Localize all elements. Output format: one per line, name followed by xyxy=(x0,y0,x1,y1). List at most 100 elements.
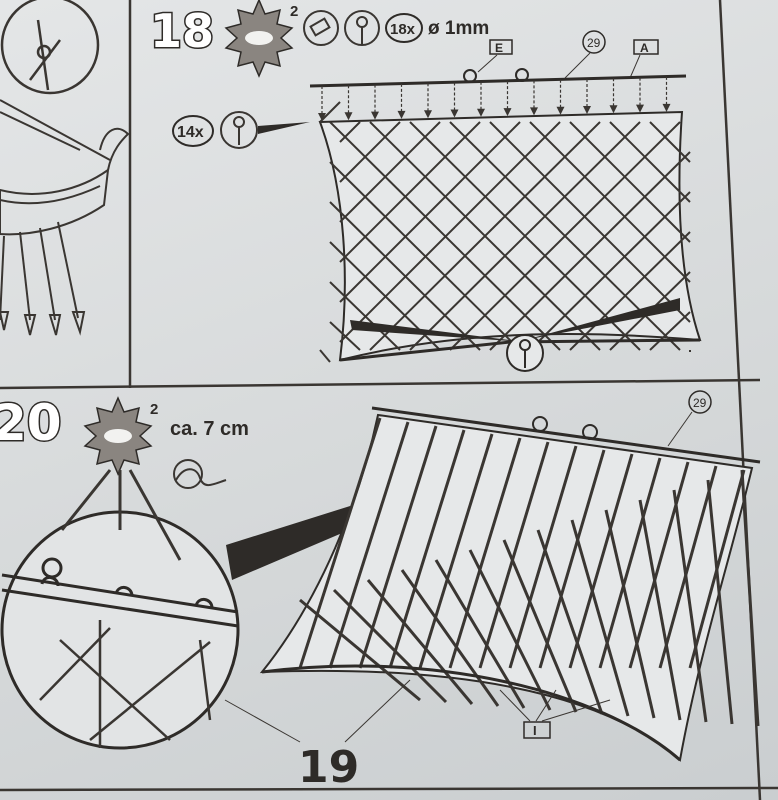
eye-pin-icon-2 xyxy=(220,111,258,149)
net-line xyxy=(508,445,578,669)
knot-icon xyxy=(173,459,227,489)
viking-ship-sketch xyxy=(0,99,130,336)
net-line xyxy=(358,425,438,669)
arrow-head xyxy=(397,110,406,119)
net-line xyxy=(489,121,691,323)
yard-spar-top xyxy=(309,68,687,88)
thread-spool-icon xyxy=(303,10,339,46)
count-14x-callout: 14x xyxy=(172,111,310,149)
part-29-top: 29 xyxy=(587,36,601,50)
yard-spar-bottom xyxy=(371,406,761,464)
arrow-head xyxy=(371,111,379,120)
net-line xyxy=(489,151,691,351)
glue-badge-icon-2 xyxy=(83,396,153,476)
step-19-number: 19 xyxy=(298,742,359,793)
part-label-29-top: 29 xyxy=(564,30,606,79)
arrow-head xyxy=(503,108,512,117)
net-line xyxy=(339,121,481,263)
net-line xyxy=(609,121,691,203)
arrow-head xyxy=(424,110,432,119)
arrow-head xyxy=(344,112,353,121)
count-14x: 14x xyxy=(177,124,204,141)
net-line xyxy=(536,529,604,715)
net-line xyxy=(339,121,561,343)
net-line xyxy=(468,549,552,711)
tag-a: A xyxy=(629,39,659,79)
tag-a-letter: A xyxy=(640,41,649,55)
net-line xyxy=(448,437,522,669)
step-18-header: 18 2 18x ø 1mm xyxy=(149,0,489,78)
net-line xyxy=(569,231,691,351)
net-line xyxy=(409,121,641,351)
net-line xyxy=(598,457,662,669)
tag-i-letter: I xyxy=(533,723,537,738)
step-20-number: 20 xyxy=(0,394,62,452)
tag-e-letter: E xyxy=(495,41,503,55)
net-line xyxy=(740,469,760,727)
step-18-number: 18 xyxy=(150,4,214,58)
arrow-head xyxy=(530,107,538,116)
net-line xyxy=(568,453,634,669)
arrow-head xyxy=(636,104,644,113)
net-line xyxy=(478,441,550,669)
net-line xyxy=(658,465,718,669)
tag-e: E xyxy=(477,39,513,73)
net-line xyxy=(339,121,401,183)
net-line xyxy=(649,121,691,163)
glue-badge-superscript: 2 xyxy=(290,3,298,20)
net-line xyxy=(604,509,656,719)
net-line xyxy=(369,121,601,351)
rope-diameter: ø 1mm xyxy=(428,18,489,39)
lashing-arrows xyxy=(318,76,671,121)
glue-badge-icon xyxy=(224,0,294,78)
part-label-29-bottom: 29 xyxy=(667,390,712,447)
net-line xyxy=(706,479,734,725)
net-line xyxy=(649,311,691,351)
arrow-head xyxy=(662,103,671,112)
net-line xyxy=(672,489,708,723)
arrow-head xyxy=(450,109,459,118)
net-line xyxy=(569,121,691,243)
net-line xyxy=(638,499,682,721)
net-line xyxy=(339,121,361,143)
eye-pin-icon xyxy=(344,10,380,46)
net-line xyxy=(688,469,746,669)
count-18x-badge: 18x xyxy=(385,13,423,43)
count-18x: 18x xyxy=(390,21,416,38)
arrow-head xyxy=(583,106,591,114)
part-29-bottom: 29 xyxy=(693,396,707,410)
net-line xyxy=(328,421,410,669)
net-line xyxy=(529,121,691,283)
step-20-header: 20 2 ca. 7 cm xyxy=(0,393,249,489)
net-line xyxy=(418,433,494,669)
net-line xyxy=(319,101,341,123)
net-line xyxy=(339,121,521,303)
step-19-reference: 19 xyxy=(224,679,411,793)
net-line xyxy=(628,461,690,669)
net-line xyxy=(400,569,500,707)
net-line xyxy=(366,579,474,705)
net-line xyxy=(529,191,691,351)
arrow-head xyxy=(609,105,618,114)
net-line xyxy=(502,539,578,713)
net-line xyxy=(339,121,441,223)
net-line xyxy=(319,349,331,363)
net-line xyxy=(538,449,606,669)
sail-bottom xyxy=(259,413,760,762)
net-line xyxy=(299,598,421,702)
net-line xyxy=(298,417,382,669)
net-line xyxy=(388,429,466,669)
previous-step-detail-circle xyxy=(0,0,100,95)
tag-i: I xyxy=(499,689,611,739)
net-line xyxy=(449,121,681,351)
net-line xyxy=(332,588,448,704)
sail-top xyxy=(318,101,702,372)
net-line xyxy=(570,519,630,717)
glue-badge-superscript-2: 2 xyxy=(150,401,158,418)
arrow-head xyxy=(556,106,565,115)
arrow-head xyxy=(318,113,326,121)
arrow-head xyxy=(477,108,485,117)
rope-length: ca. 7 cm xyxy=(170,418,249,440)
